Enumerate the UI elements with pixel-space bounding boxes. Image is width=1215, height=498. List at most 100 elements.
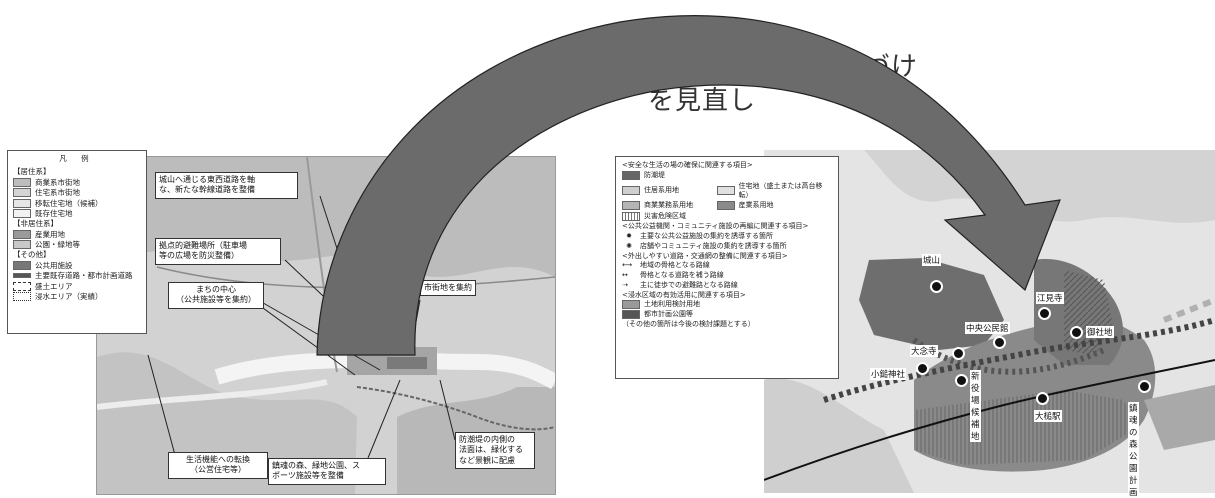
double-arrow-icon: ⟷ (622, 261, 633, 270)
location-pin-icon (952, 347, 965, 360)
legend-section-header: <安全な生活の場の確保に関連する項目> (622, 161, 753, 169)
legend-row: 防潮堤 (622, 170, 832, 180)
legend-row: ⟷ 地域の骨格となる路線 (622, 261, 832, 270)
legend-swatch (13, 240, 31, 250)
legend-row: 移転住宅地（候補） (13, 199, 141, 208)
double-arrow-icon: ⇢ (622, 280, 628, 289)
legend-label: 土地利用検討用地 (644, 300, 700, 309)
location-pin-icon (930, 280, 943, 293)
legend-row: 災害危険区域 (622, 212, 832, 222)
place-label: 蓮台寺 (1000, 233, 1028, 245)
legend-swatch (13, 273, 31, 279)
callout-seawall-slope: 防潮堤の内側の 法面は、緑化する など景観に配慮 (455, 432, 535, 470)
legend-label: 浸水エリア（実績） (35, 291, 103, 301)
left-legend-group-3: 【その他】 公共用施設 主要既存道路・都市計画道路 盛土エリア 浸水エリア（実績… (13, 250, 141, 302)
legend-row: 主要既存道路・都市計画道路 (13, 271, 141, 280)
location-pin-icon (1070, 326, 1083, 339)
legend-label: 住居系用地 (644, 186, 679, 195)
legend-row: 盛土エリア (13, 282, 141, 291)
right-legend: <安全な生活の場の確保に関連する項目> 防潮堤 住居系用地 住宅地（盛土または高… (615, 156, 839, 379)
location-pin-icon (1036, 392, 1049, 405)
callout-seawall: 防潮堤 (425, 178, 457, 195)
left-legend-group-1: 【居住系】 商業系市街地 住宅系市街地 移転住宅地（候補） 既存住宅地 (13, 167, 141, 219)
place-label: 御社地 (1086, 326, 1114, 338)
location-pin-icon (955, 374, 968, 387)
legend-note: （その他の箇所は今後の検討課題とする） (622, 320, 755, 329)
place-label: 小鎚神社 (870, 368, 907, 380)
legend-section-items: 防潮堤 住居系用地 住宅地（盛土または高台移転） 商業業務系用地 産業系用地 災… (622, 170, 832, 223)
legend-label: 主要既存道路・都市計画道路 (35, 271, 133, 281)
legend-label: 店舗やコミュニティ施設の集約を誘導する箇所 (640, 241, 787, 250)
legend-row: 商業系市街地 (13, 178, 141, 187)
legend-swatch (622, 170, 640, 180)
legend-swatch (13, 229, 31, 239)
legend-swatch (13, 198, 31, 208)
legend-swatch (13, 281, 31, 291)
legend-swatch (13, 292, 31, 302)
legend-label: 公共用施設 (35, 260, 73, 270)
left-legend: 凡 例 【居住系】 商業系市街地 住宅系市街地 移転住宅地（候補） 既存住宅地 … (7, 150, 147, 334)
location-pin-icon (993, 336, 1006, 349)
legend-label: 商業系市街地 (35, 177, 80, 187)
legend-row: 土地利用検討用地 (622, 300, 832, 310)
legend-label: 住宅地（盛土または高台移転） (738, 181, 823, 199)
legend-row: ⇢ 主に徒歩での避難路となる路線 (622, 281, 832, 290)
callout-new-road: 城山へ通じる東西道路を軸 な、新たな幹線道路を整備 (155, 172, 298, 199)
legend-swatch (13, 260, 31, 270)
legend-swatch (622, 201, 640, 211)
double-arrow-icon: ↔ (622, 271, 628, 279)
place-label: 城山 (922, 254, 942, 266)
location-pin-icon (1038, 307, 1051, 320)
legend-swatch (13, 209, 31, 219)
legend-row: 住宅地（盛土または高台移転） (716, 181, 833, 200)
legend-label: 既存住宅地 (35, 208, 73, 218)
burst-icon: ✹ (626, 232, 632, 240)
left-legend-title: 凡 例 (59, 154, 95, 163)
burst-icon: ✺ (626, 241, 632, 250)
legend-row: 都市計画公園等 (622, 310, 832, 320)
legend-row: 住宅系市街地 (13, 188, 141, 198)
place-label: 大槌駅 (1034, 410, 1062, 422)
place-label: 中央公民館 (965, 322, 1010, 334)
legend-label: 都市計画公園等 (644, 310, 693, 319)
location-pin-icon (1138, 380, 1151, 393)
legend-group-header: 【非居住系】 (13, 219, 58, 229)
place-label: 新役場 候補地 (970, 370, 981, 442)
legend-swatch (622, 310, 640, 320)
legend-label: 商業業務系用地 (644, 201, 693, 210)
legend-label: 産業系用地 (738, 201, 774, 210)
legend-label: 主要な公共公益施設の集約を誘導する箇所 (640, 232, 773, 240)
callout-public-housing: 生活機能への転換 （公営住宅等） (168, 452, 268, 479)
legend-swatch (716, 186, 735, 195)
legend-row: 公共用施設 (13, 261, 141, 270)
legend-swatch (622, 212, 640, 222)
legend-label: 盛土エリア (35, 281, 73, 291)
place-label: 大念寺 (910, 345, 938, 357)
legend-row: 住居系用地 (622, 182, 717, 200)
legend-label: 住宅系市街地 (35, 188, 80, 198)
location-pin-icon (916, 362, 929, 375)
location-pin-icon (1004, 251, 1017, 264)
legend-label: 災害危険区域 (644, 212, 686, 221)
callout-town-center: まちの中心 （公共施設等を集約） (168, 282, 264, 309)
legend-row: 既存住宅地 (13, 208, 141, 219)
legend-row: ✹ 主要な公共公益施設の集約を誘導する箇所 (622, 232, 832, 241)
legend-row: ↔骨格となる道路を補う路線 (622, 271, 832, 280)
legend-label: 移転住宅地（候補） (35, 198, 103, 208)
legend-label: 地域の骨格となる路線 (640, 261, 710, 270)
callout-consolidate-town: 市街地を集約 (420, 280, 476, 297)
legend-row: 公園・緑地等 (13, 240, 141, 250)
legend-label: 公園・緑地等 (35, 240, 80, 249)
legend-label: 主に徒歩での避難路となる路線 (640, 280, 738, 289)
legend-row: 商業業務系用地 (622, 201, 717, 211)
legend-swatch (13, 177, 31, 187)
legend-swatch (622, 300, 640, 310)
legend-swatch (622, 186, 640, 195)
legend-section-header: <外出しやすい道路・交通網の整備に関連する項目> (622, 251, 788, 260)
legend-label: 産業用地 (35, 229, 65, 239)
callout-memorial-forest: 鎮魂の森、緑地公園、ス ポーツ施設等を整備 (268, 458, 386, 485)
legend-section-header: <公共公益機関・コミュニティ施設の再編に関連する項目> (622, 222, 809, 231)
left-legend-group-2: 【非居住系】 産業用地 公園・緑地等 (13, 219, 141, 250)
legend-row: ✺ 店舗やコミュニティ施設の集約を誘導する箇所 (622, 242, 832, 251)
callout-evacuation-site: 拠点的避難場所（駐車場 等の広場を防災整備） (155, 238, 281, 265)
